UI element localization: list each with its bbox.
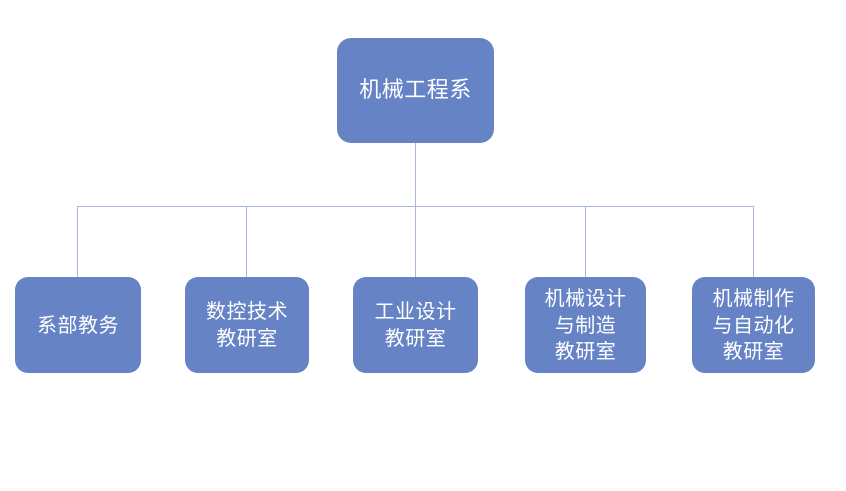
org-node-child-3-label: 工业设计 教研室 (374, 299, 457, 350)
connector-horizontal-bus (77, 206, 754, 207)
org-node-child-1-label: 系部教务 (37, 312, 119, 337)
connector-drop-4 (585, 207, 586, 277)
connector-root-stem (415, 143, 416, 207)
org-node-root[interactable]: 机械工程系 (337, 38, 494, 143)
connector-drop-1 (77, 207, 78, 277)
org-node-child-1[interactable]: 系部教务 (15, 277, 141, 373)
org-node-child-4[interactable]: 机械设计 与制造 教研室 (525, 277, 646, 373)
org-node-child-2-label: 数控技术 教研室 (206, 299, 288, 350)
connector-drop-2 (246, 207, 247, 277)
org-node-child-4-label: 机械设计 与制造 教研室 (544, 286, 627, 364)
org-node-child-3[interactable]: 工业设计 教研室 (353, 277, 478, 373)
org-node-child-5[interactable]: 机械制作 与自动化 教研室 (692, 277, 815, 373)
org-node-child-5-label: 机械制作 与自动化 教研室 (712, 286, 795, 364)
connector-drop-5 (753, 207, 754, 277)
org-node-child-2[interactable]: 数控技术 教研室 (185, 277, 309, 373)
connector-drop-3 (415, 207, 416, 277)
org-node-root-label: 机械工程系 (359, 77, 472, 103)
